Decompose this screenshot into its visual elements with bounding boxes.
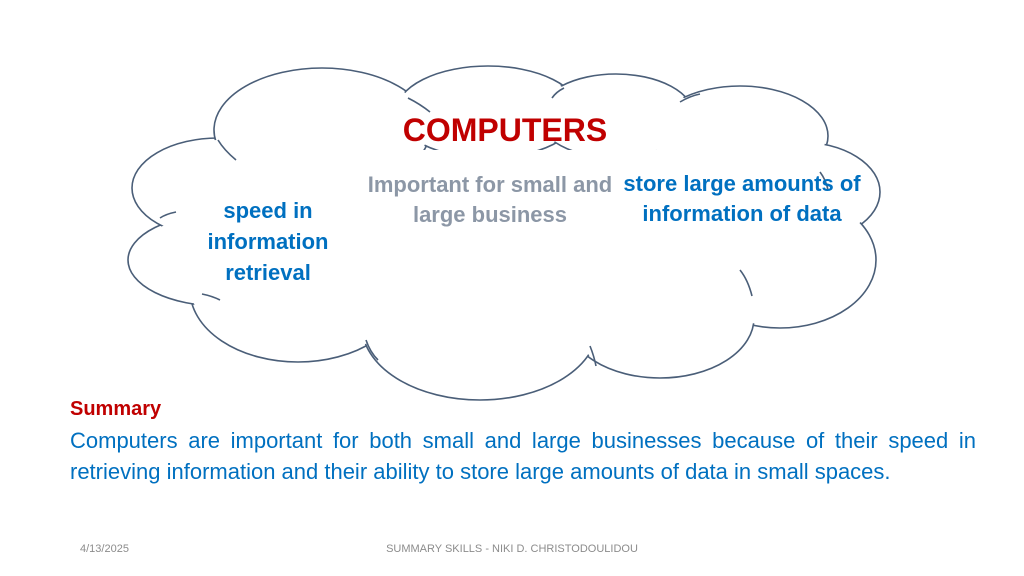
footer-text: SUMMARY SKILLS - NIKI D. CHRISTODOULIDOU [386, 543, 638, 555]
cloud-center-text: Important for small and large business [367, 172, 613, 227]
cloud-title: COMPUTERS [402, 112, 608, 148]
cloud-left-text: speed in information retrieval [207, 198, 329, 285]
summary-body: Computers are important for both small a… [70, 428, 976, 484]
footer-date: 4/13/2025 [80, 543, 129, 555]
cloud-right-text: store large amounts of information of da… [623, 171, 861, 226]
summary-heading: Summary [70, 398, 162, 420]
